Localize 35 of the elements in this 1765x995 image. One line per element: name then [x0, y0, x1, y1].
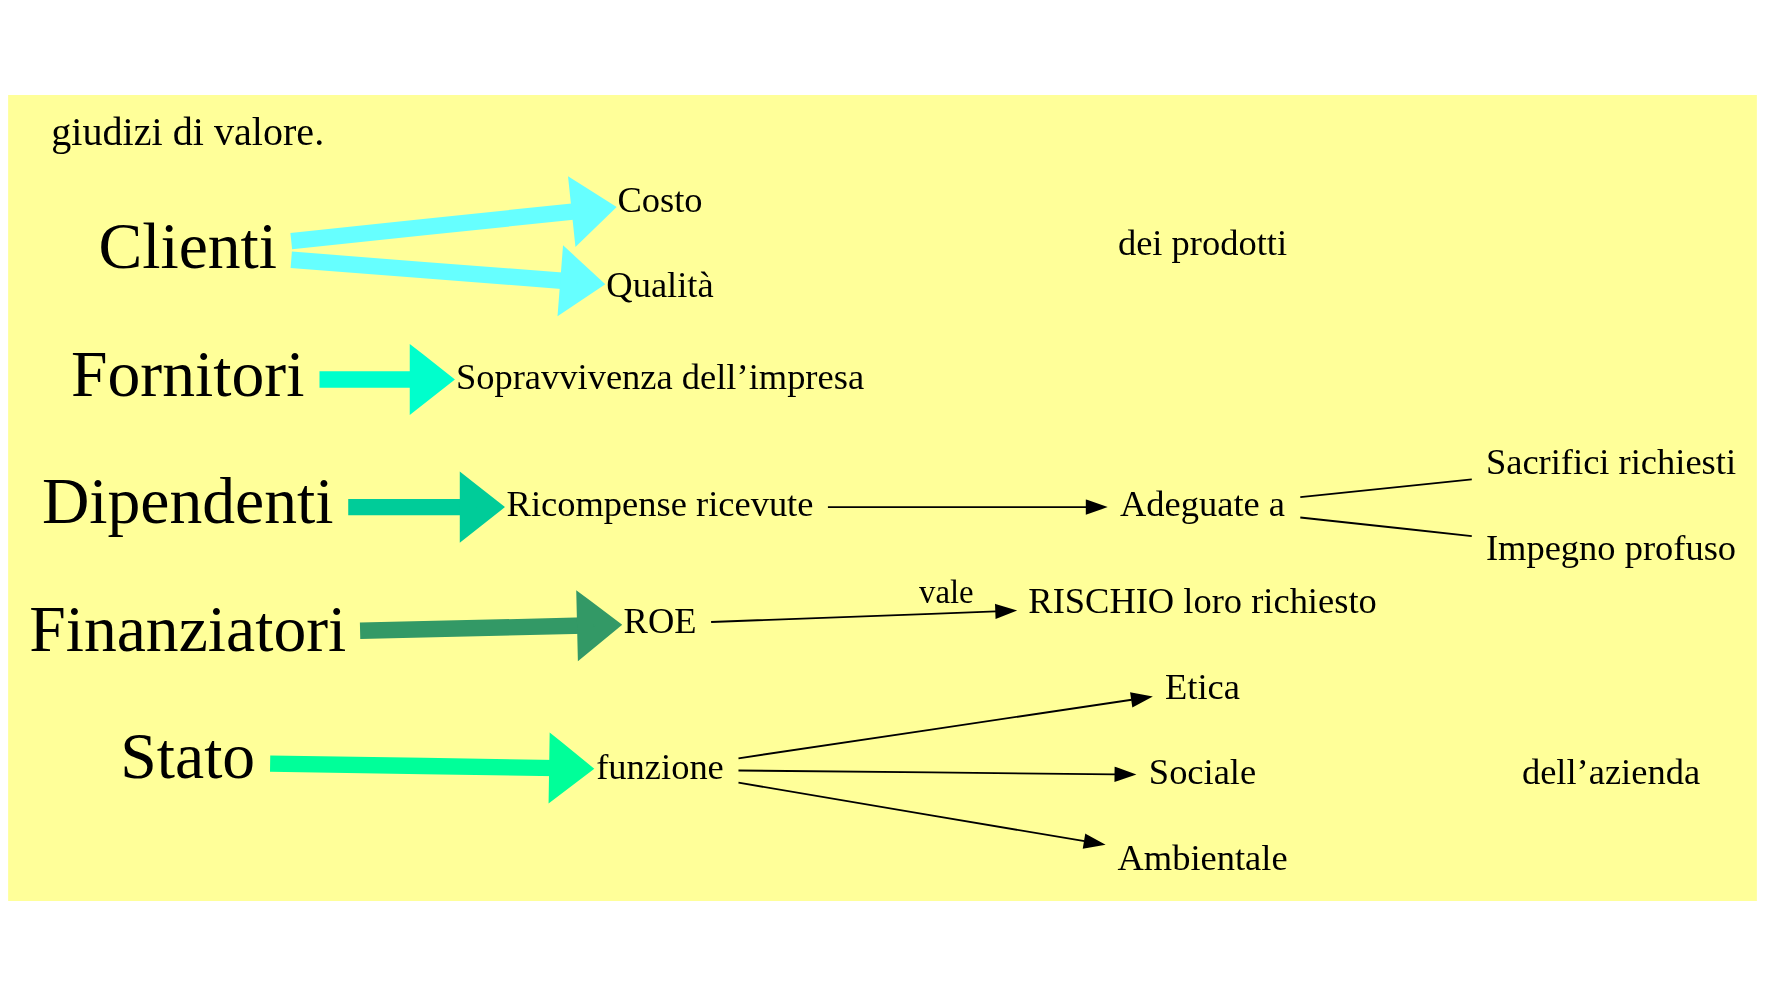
node-text: Dipendenti: [41, 464, 334, 537]
node-text: Stato: [120, 719, 256, 792]
node-text: Clienti: [98, 209, 278, 282]
connector: [1299, 478, 1473, 498]
arrow: [737, 766, 1137, 782]
node-text: Qualità: [606, 264, 714, 305]
edge-label: vale: [919, 573, 974, 610]
node-text: Impegno profuso: [1485, 527, 1737, 568]
arrow: [290, 175, 617, 249]
node-text: funzione: [596, 746, 724, 787]
label: dei prodotti: [1117, 222, 1288, 263]
arrow: [710, 603, 1018, 623]
node-text: Sacrifici richiesti: [1485, 441, 1737, 482]
node-text: ROE: [623, 600, 697, 641]
node-text: Adeguate a: [1120, 483, 1286, 524]
node-text: Sociale: [1148, 751, 1257, 792]
arrow: [827, 498, 1108, 515]
node-text: Sopravvivenza dell’impresa: [455, 356, 865, 397]
node-text: Costo: [617, 179, 703, 220]
connector: [1299, 516, 1473, 537]
arrow: [359, 589, 623, 661]
arrow: [737, 691, 1153, 759]
node-text: Etica: [1165, 666, 1240, 707]
node-text: RISCHIO loro richiesto: [1028, 580, 1377, 621]
arrow: [319, 343, 455, 415]
node-text: Finanziatori: [29, 592, 347, 665]
node-text: Fornitori: [71, 337, 305, 410]
arrow: [270, 731, 595, 804]
label: giudizi di valore.: [51, 108, 325, 154]
arrow: [737, 781, 1106, 849]
arrow: [348, 471, 505, 543]
node-text: Ricompense ricevute: [506, 483, 814, 524]
node-text: Ambientale: [1117, 837, 1288, 878]
arrow: [290, 244, 606, 316]
label: dell’azienda: [1521, 751, 1701, 792]
